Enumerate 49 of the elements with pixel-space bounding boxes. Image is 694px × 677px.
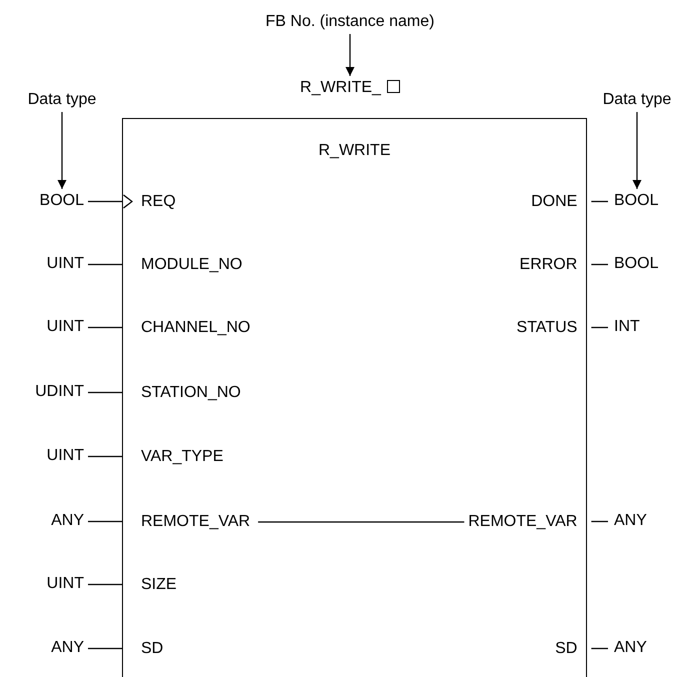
input-pin: STATION_NO [123,383,245,403]
input-pin: REQ [123,192,180,212]
data-type: BOOL [6,191,84,211]
input-pin: MODULE_NO [123,255,246,275]
input-pin: SD [123,639,168,659]
data-type: UINT [6,574,84,594]
data-type: BOOL [608,254,688,274]
connector-line [591,200,608,202]
input-pin: CHANNEL_NO [123,318,254,338]
data-type: UINT [6,254,84,274]
data-type: ANY [6,638,84,658]
output-pin: REMOTE_VAR [464,512,588,532]
input-pin: SIZE [123,575,181,595]
data-type: UINT [6,446,84,466]
connector-line [88,648,123,650]
arrow [632,112,642,189]
connector-line [88,392,123,394]
connector-line [591,520,608,522]
annotation-text: Data type [580,90,694,110]
function-block-box [122,118,587,677]
data-type: UDINT [6,382,84,402]
connector-line [88,456,123,458]
instance-name: R_WRITE_ [300,79,381,96]
arrow [58,112,66,189]
block-title: R_WRITE [318,141,392,161]
data-type: BOOL [608,191,688,211]
data-type: ANY [608,511,688,531]
connector-line [88,326,123,328]
connector-line [591,648,608,650]
connector-line [591,264,608,266]
arrow [88,194,133,209]
connector-line [88,584,123,586]
input-pin: VAR_TYPE [123,447,228,467]
data-type: UINT [6,317,84,337]
connector-line [258,521,464,523]
connector-line [88,520,123,522]
input-pin: REMOTE_VAR [123,512,254,532]
output-pin: SD [551,639,588,659]
connector-line [88,264,123,266]
annotation-text: Data type [2,90,122,110]
caption-text: FB No. (instance name) [230,12,470,32]
data-type: ANY [608,638,688,658]
output-pin: ERROR [516,255,588,275]
data-type: ANY [6,511,84,531]
output-pin: STATUS [512,318,588,338]
arrow [346,34,354,76]
connector-line [591,326,608,328]
output-pin: DONE [527,192,588,212]
data-type: INT [608,317,688,337]
